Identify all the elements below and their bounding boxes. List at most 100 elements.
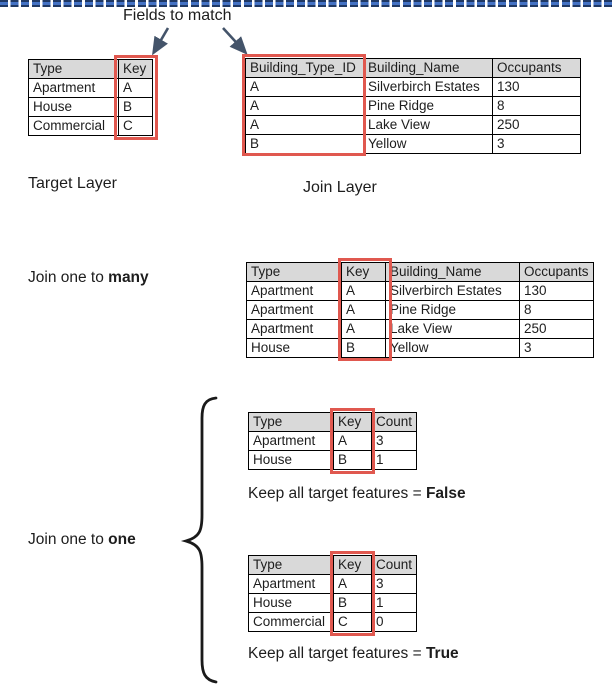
table-cell: Lake View (363, 115, 493, 135)
table-cell: Pine Ridge (363, 96, 493, 116)
divider-dash-top (0, 0, 613, 2)
table-row: A Pine Ridge 8 (245, 96, 581, 116)
one-to-many-result-table: Type Key Building_Name Occupants Apartme… (246, 262, 594, 358)
table-cell: Silverbirch Estates (385, 281, 520, 301)
one-to-one-true-table: Type Key Count Apartment A 3 House B 1 C… (248, 555, 418, 632)
table-cell: A (245, 96, 364, 116)
table-cell: 1 (370, 450, 418, 470)
table-row: Apartment A Pine Ridge 8 (246, 300, 594, 320)
fields-to-match-label: Fields to match (123, 7, 232, 24)
table-row: Apartment A 3 (248, 431, 418, 451)
table-cell: A (341, 300, 386, 320)
table-row: Apartment A (28, 78, 153, 98)
table-row: A Lake View 250 (245, 115, 581, 135)
table-cell: C (333, 612, 372, 632)
table-cell: A (333, 574, 372, 594)
divider-dash-bottom (0, 5, 613, 7)
one-to-one-false-table: Type Key Count Apartment A 3 House B 1 (248, 412, 418, 470)
table-cell: 3 (370, 431, 418, 451)
label-text: Join one to (28, 269, 109, 286)
label-bold-text: one (108, 531, 136, 548)
table-cell: Apartment (248, 431, 334, 451)
table-cell: 3 (519, 338, 594, 358)
table-header-cell: Count (370, 412, 418, 432)
table-cell: 8 (519, 300, 594, 320)
table-cell: A (245, 77, 364, 97)
table-row: Commercial C (28, 116, 153, 136)
table-row: Apartment A Silverbirch Estates 130 (246, 281, 594, 301)
table-cell: A (341, 281, 386, 301)
table-row: Apartment A Lake View 250 (246, 319, 594, 339)
table-cell: 1 (370, 593, 418, 613)
table-cell: Yellow (385, 338, 520, 358)
table-cell: Apartment (248, 574, 334, 594)
target-layer-label: Target Layer (28, 175, 117, 192)
target-table: Type Key Apartment A House B Commercial … (28, 59, 153, 136)
table-header-cell: Type (246, 262, 342, 282)
table-header-cell: Key (118, 59, 153, 79)
table-row: A Silverbirch Estates 130 (245, 77, 581, 97)
table-header-row: Type Key Count (248, 555, 418, 575)
table-row: B Yellow 3 (245, 134, 581, 154)
table-header-cell: Count (370, 555, 418, 575)
table-header-row: Type Key Count (248, 412, 418, 432)
caption-text: Keep all target features = (248, 645, 426, 662)
caption-text: Keep all target features = (248, 485, 426, 502)
keep-false-caption: Keep all target features = False (248, 485, 466, 503)
table-cell: 130 (492, 77, 581, 97)
table-cell: A (341, 319, 386, 339)
table-cell: Commercial (248, 612, 334, 632)
table-header-row: Building_Type_ID Building_Name Occupants (245, 58, 581, 78)
table-cell: Apartment (246, 319, 342, 339)
table-cell: Yellow (363, 134, 493, 154)
table-cell: Apartment (28, 78, 119, 98)
table-cell: 130 (519, 281, 594, 301)
section-divider (0, 0, 613, 8)
table-cell: B (245, 134, 364, 154)
join-one-to-many-label: Join one to many (28, 269, 149, 287)
table-cell: 8 (492, 96, 581, 116)
table-cell: C (118, 116, 153, 136)
table-row: House B (28, 97, 153, 117)
table-header-cell: Key (333, 555, 372, 575)
table-cell: B (333, 593, 372, 613)
table-cell: House (248, 593, 334, 613)
table-cell: B (118, 97, 153, 117)
table-cell: House (28, 97, 119, 117)
table-row: House B 1 (248, 593, 418, 613)
table-header-row: Type Key (28, 59, 153, 79)
caption-bold-text: False (425, 485, 466, 502)
table-row: Commercial C 0 (248, 612, 418, 632)
table-row: House B Yellow 3 (246, 338, 594, 358)
table-header-cell: Occupants (492, 58, 581, 78)
table-cell: House (248, 450, 334, 470)
table-header-cell: Building_Name (363, 58, 493, 78)
caption-bold-text: True (425, 645, 459, 662)
label-bold-text: many (108, 269, 149, 286)
table-header-cell: Building_Name (385, 262, 520, 282)
divider-dash-middle (0, 2, 613, 5)
table-cell: Pine Ridge (385, 300, 520, 320)
table-cell: Lake View (385, 319, 520, 339)
table-header-cell: Key (341, 262, 386, 282)
table-cell: 3 (492, 134, 581, 154)
table-row: Apartment A 3 (248, 574, 418, 594)
table-header-row: Type Key Building_Name Occupants (246, 262, 594, 282)
table-header-cell: Type (248, 412, 334, 432)
table-header-cell: Type (28, 59, 119, 79)
table-cell: Silverbirch Estates (363, 77, 493, 97)
table-header-cell: Type (248, 555, 334, 575)
field-match-arrows (152, 27, 248, 56)
table-cell: House (246, 338, 342, 358)
keep-true-caption: Keep all target features = True (248, 645, 459, 663)
join-one-to-one-label: Join one to one (28, 531, 136, 549)
arrow-to-target-key-icon (152, 27, 170, 56)
table-cell: A (118, 78, 153, 98)
table-cell: Commercial (28, 116, 119, 136)
table-row: House B 1 (248, 450, 418, 470)
table-cell: 3 (370, 574, 418, 594)
label-text: Join one to (28, 531, 109, 548)
curly-brace-icon (180, 396, 218, 684)
table-cell: 0 (370, 612, 418, 632)
